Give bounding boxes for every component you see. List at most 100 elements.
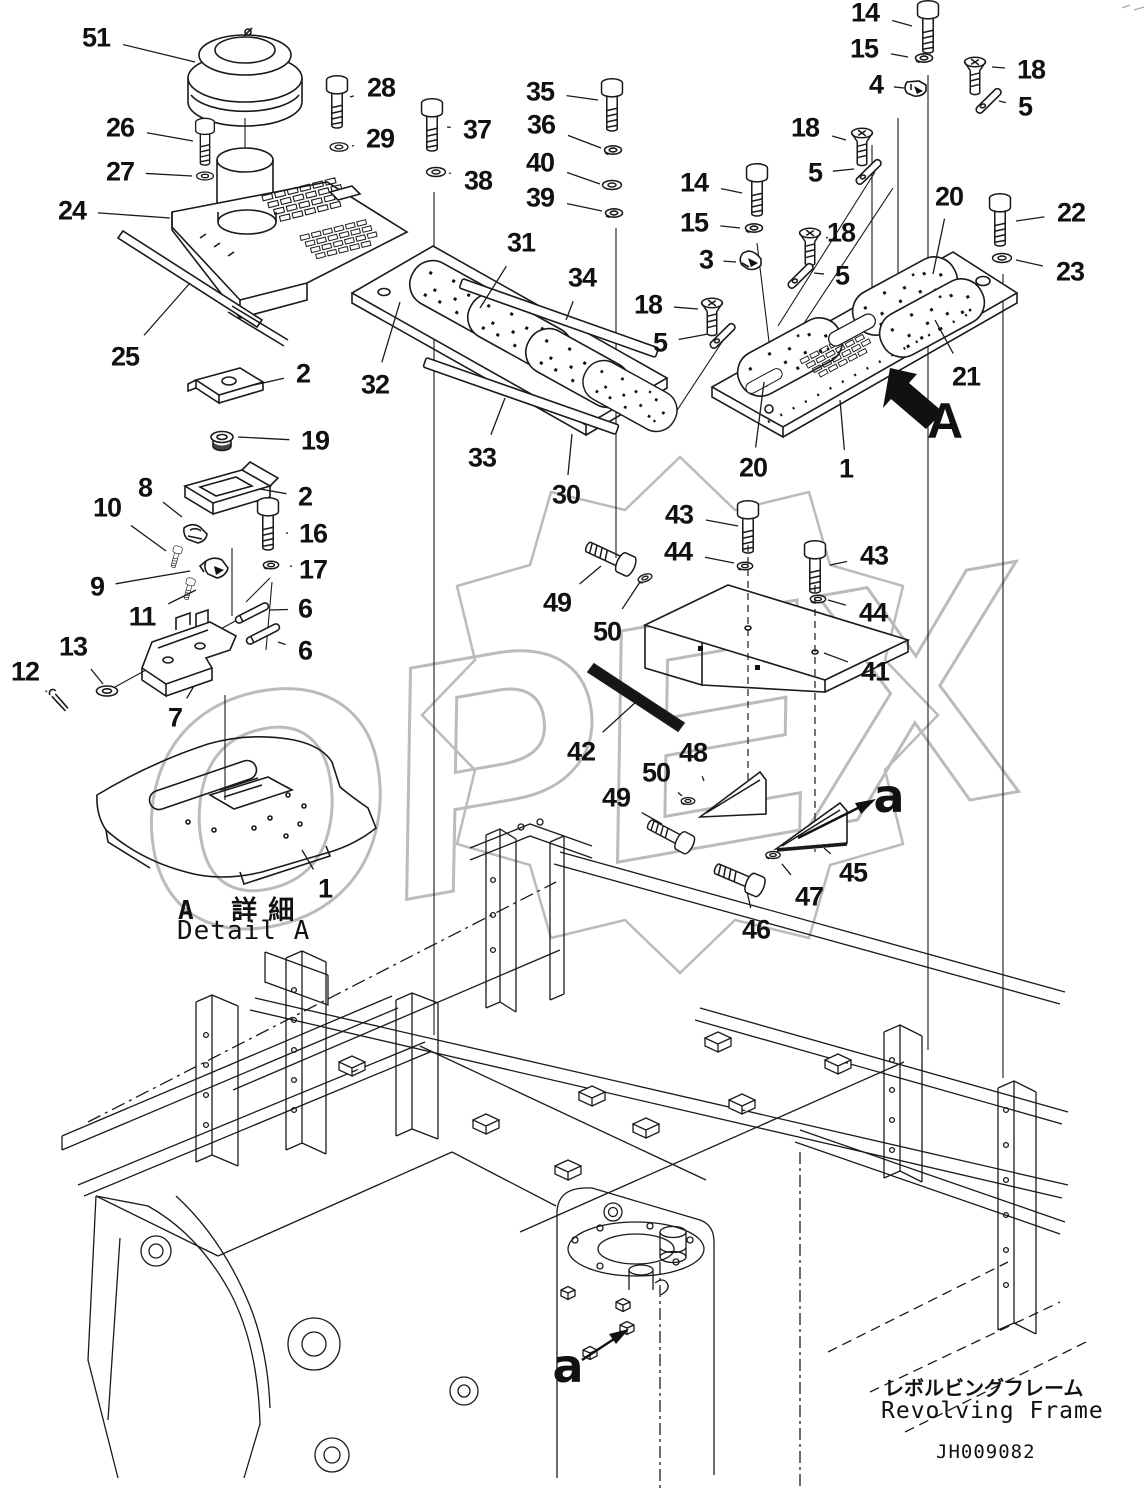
detail-a-label-jp: A 詳細 (178, 896, 306, 926)
part-1-panel (710, 248, 1019, 439)
callout-2-40: 2 (297, 481, 313, 512)
callout-18-28: 18 (826, 217, 856, 248)
callout-49-63: 49 (601, 782, 631, 813)
view-a-arrow-icon (883, 368, 943, 429)
callout-5-22: 5 (1017, 91, 1033, 122)
callout-29-6: 29 (365, 123, 395, 154)
view-label-a-1: a (873, 769, 905, 823)
view-sa-arrow-icon (609, 1329, 629, 1344)
clip-5 (783, 261, 819, 290)
washer-13 (95, 685, 119, 697)
callout-16-43: 16 (298, 518, 328, 549)
bolt-22 (988, 193, 1012, 247)
callout-40-11: 40 (525, 147, 555, 178)
callout-28-5: 28 (366, 72, 396, 103)
drawing-number: JH009082 (936, 1441, 1036, 1463)
callout-18-21: 18 (1016, 54, 1046, 85)
callout-1-37: 1 (838, 453, 854, 484)
bolt-28 (325, 75, 349, 129)
callout-23-32: 23 (1055, 256, 1085, 287)
callout-22-31: 22 (1056, 197, 1086, 228)
callout-5-24: 5 (807, 157, 823, 188)
callout-35-9: 35 (525, 76, 555, 107)
part-42-strip (586, 662, 686, 733)
bolt-14 (745, 163, 769, 217)
part-12-cotter (48, 688, 69, 712)
view-arrows (581, 368, 943, 1362)
view-label-a-2: a (552, 1339, 584, 1393)
callout-20-30: 20 (934, 181, 964, 212)
callout-10-42: 10 (92, 492, 122, 523)
callout-48-61: 48 (678, 737, 708, 768)
callout-33-16: 33 (467, 442, 497, 473)
spring-washer-44 (809, 594, 827, 604)
bolt-16 (256, 497, 280, 551)
spring-washer-15 (914, 52, 934, 64)
callout-45-64: 45 (838, 857, 868, 888)
callout-5-29: 5 (834, 260, 850, 291)
callout-2-38: 2 (295, 358, 311, 389)
part-24-plate (171, 175, 409, 319)
exploded-parts (48, 0, 1019, 899)
part-2-channel (183, 461, 280, 516)
washer-38 (425, 166, 447, 178)
part-45-bracket (773, 801, 848, 852)
screw-18 (963, 56, 987, 96)
callout-30-17: 30 (551, 479, 581, 510)
view-label-A-0: A (926, 393, 964, 449)
callout-36-10: 36 (526, 109, 556, 140)
part-11-clamp (198, 557, 229, 579)
callout-18-23: 18 (790, 112, 820, 143)
callout-9-45: 9 (89, 571, 105, 602)
spring-washer-39 (604, 208, 624, 219)
callout-26-1: 26 (105, 112, 135, 143)
callout-24-3: 24 (57, 195, 87, 226)
callout-43-53: 43 (664, 499, 694, 530)
washer-29 (329, 142, 349, 152)
callout-27-2: 27 (105, 156, 135, 187)
washer-40 (601, 179, 623, 191)
bolt-axis-lines (747, 545, 816, 852)
part-41-plate (642, 584, 911, 693)
part-34-strip (459, 278, 659, 358)
bolt-35 (600, 78, 624, 132)
frame-title-jp: レボルビングフレーム (884, 1376, 1084, 1400)
washer-23 (991, 252, 1013, 264)
callout-5-34: 5 (652, 327, 668, 358)
callout-20-36: 20 (738, 452, 768, 483)
callout-43-57: 43 (859, 540, 889, 571)
callout-39-12: 39 (525, 182, 555, 213)
callout-13-49: 13 (58, 631, 88, 662)
callout-25-4: 25 (110, 341, 140, 372)
callout-18-33: 18 (633, 289, 663, 320)
callout-7-51: 7 (167, 702, 183, 733)
callout-38-8: 38 (463, 165, 493, 196)
screw-10 (168, 544, 184, 569)
part-2-plate (187, 367, 265, 405)
revolving-frame-drawing (61, 818, 1087, 1490)
part-4-clamp (904, 80, 927, 97)
part-3-clamp (739, 250, 762, 271)
callout-44-58: 44 (858, 597, 888, 628)
part-1-detail-cover (96, 736, 377, 886)
spring-washer-17 (262, 560, 280, 570)
callout-44-54: 44 (663, 536, 693, 567)
callout-8-41: 8 (137, 472, 153, 503)
callout-49-55: 49 (542, 587, 572, 618)
callout-11-46: 11 (128, 601, 157, 632)
part-51-cap (187, 27, 303, 127)
screw-18 (798, 227, 822, 267)
callout-6-48: 6 (297, 635, 313, 666)
callout-19-39: 19 (300, 425, 330, 456)
callout-47-65: 47 (794, 881, 824, 912)
spring-washer-47 (765, 850, 781, 860)
callout-21-35: 21 (951, 361, 981, 392)
callout-41-59: 41 (860, 656, 890, 687)
callout-50-56: 50 (592, 616, 622, 647)
callout-14-25: 14 (679, 167, 709, 198)
detail-a-label-en: Detail A (177, 916, 311, 946)
bolt-14 (916, 0, 940, 54)
part-33-strip (422, 357, 620, 435)
